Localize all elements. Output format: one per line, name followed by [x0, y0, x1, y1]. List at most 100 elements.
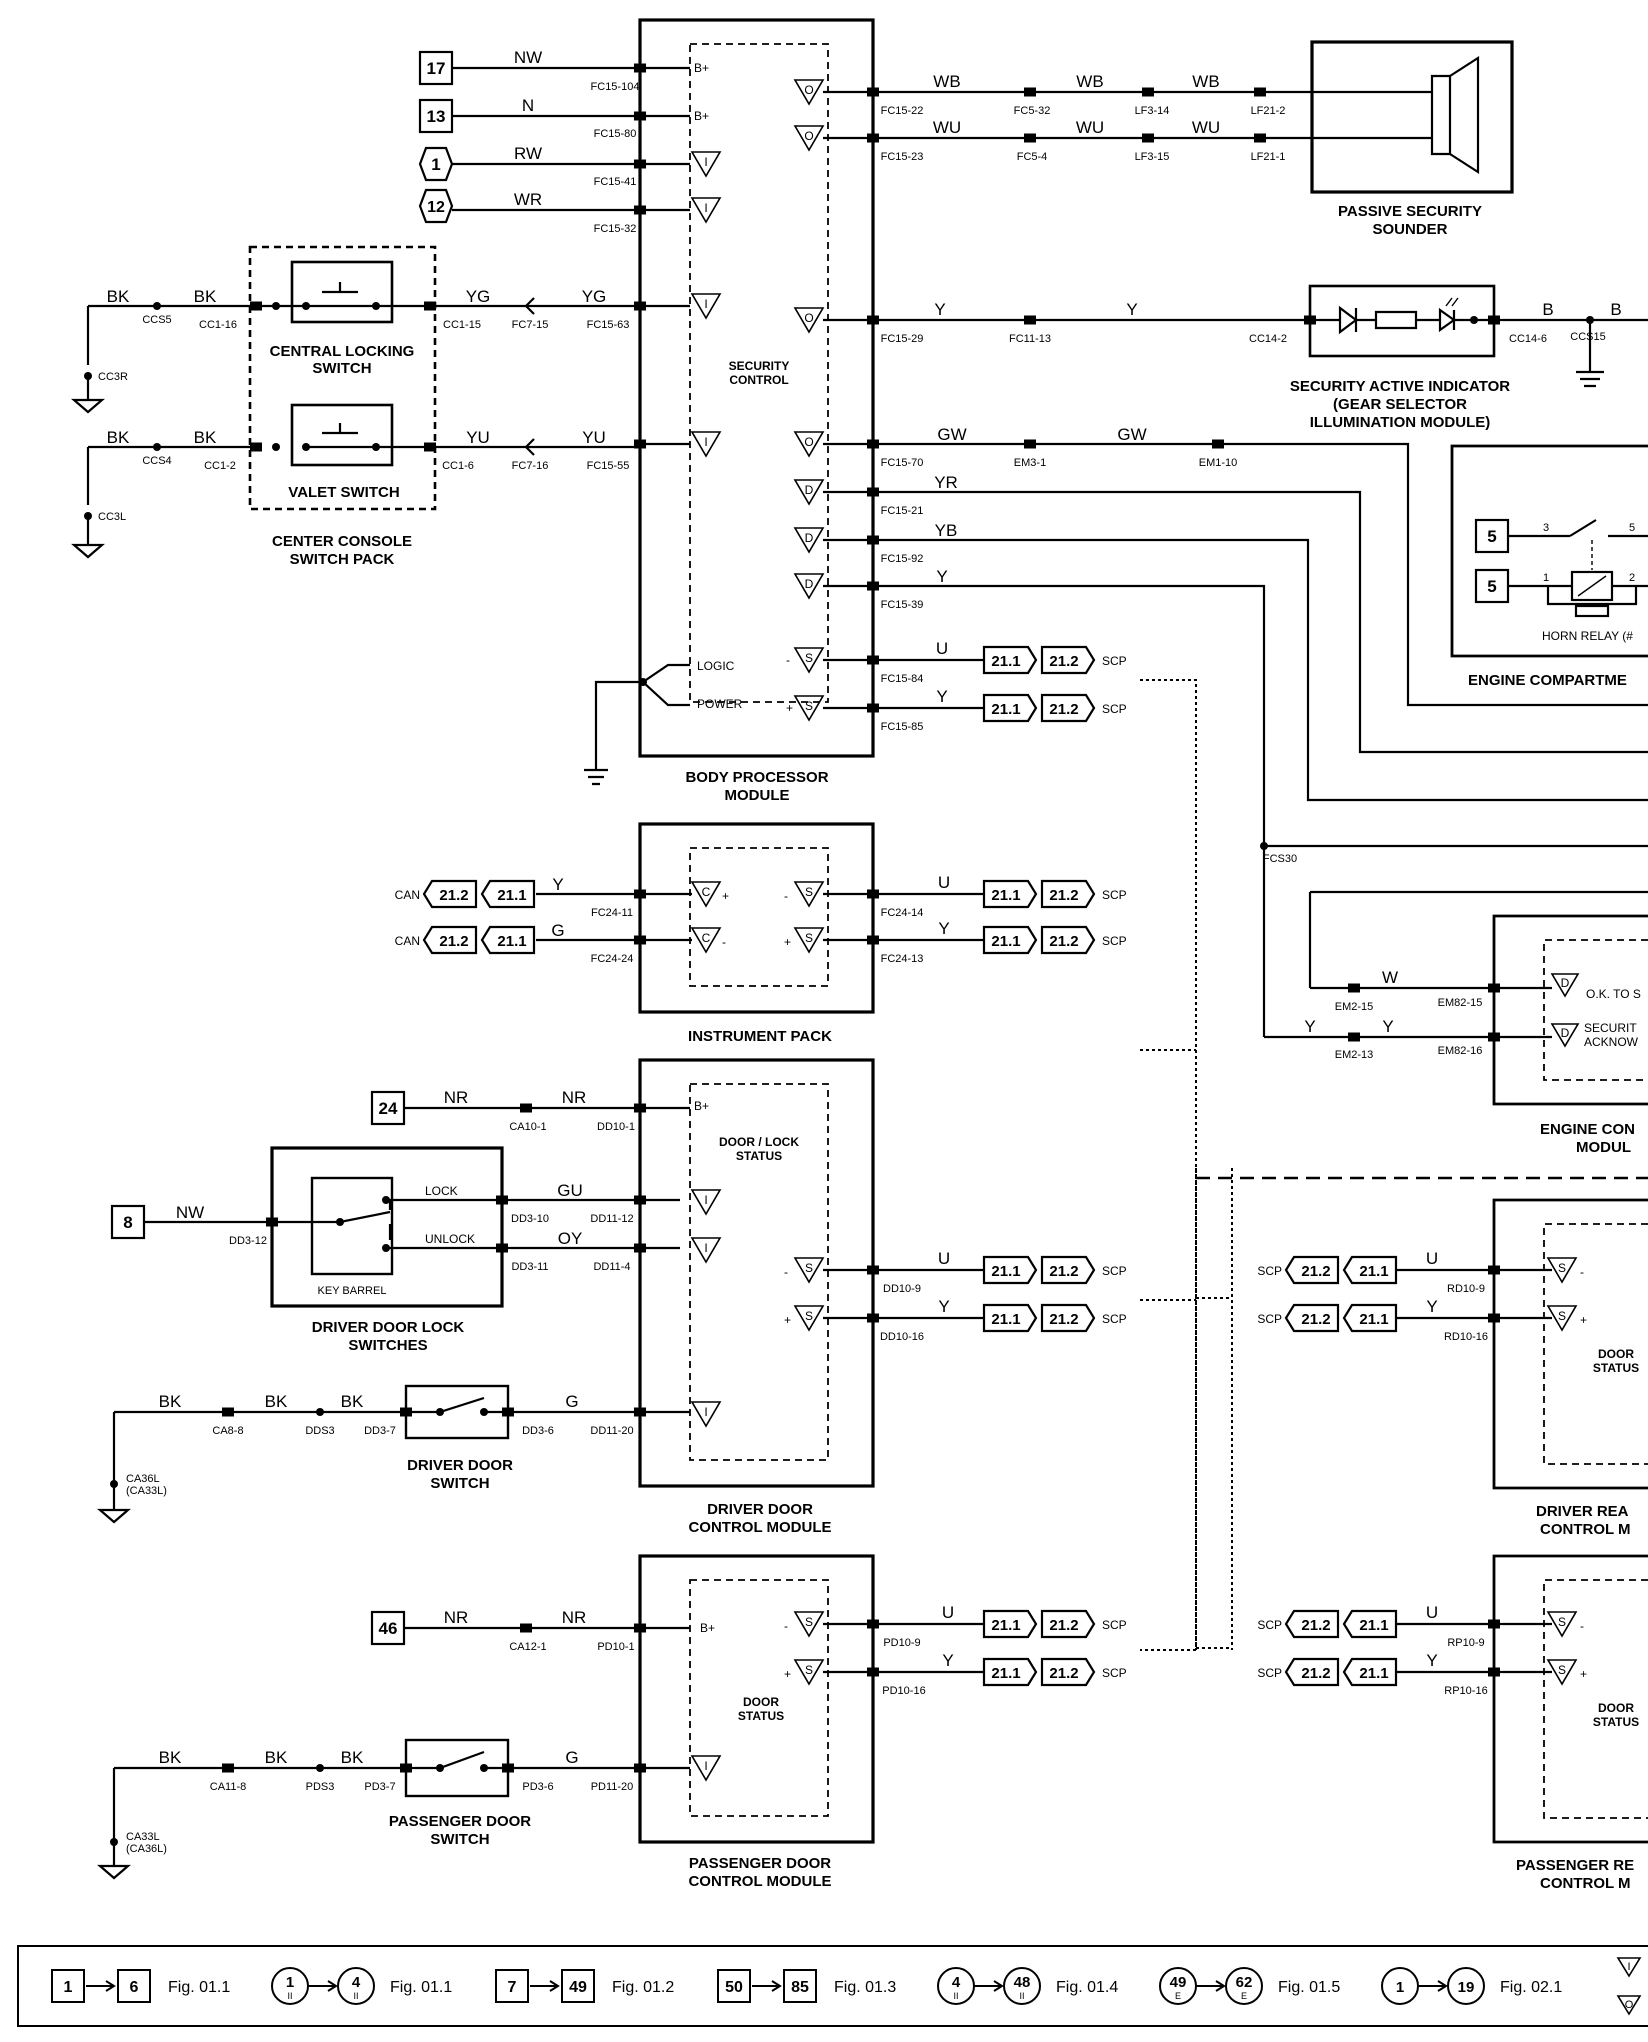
pin-cc14-6: CC14-6 [1509, 333, 1547, 345]
bus-flag [982, 645, 1038, 675]
legend-ref-circle [1003, 1967, 1041, 2005]
svg-text:D: D [805, 577, 814, 591]
wire-yr: YR [934, 473, 958, 492]
pin-fc15-84: FC15-84 [881, 673, 924, 685]
svg-text:5: 5 [1629, 522, 1635, 534]
pin-fc15-21: FC15-21 [881, 505, 924, 517]
bus-flag [422, 879, 478, 909]
pin-pd10-9: PD10-9 [883, 1637, 920, 1649]
pin-fc15-104: FC15-104 [591, 81, 640, 93]
bus-name: CAN [395, 888, 420, 902]
bus-flag [1342, 1303, 1398, 1333]
legend-arrow [1196, 1980, 1226, 1992]
wire-bk-dd-3: BK [341, 1392, 364, 1411]
pin-fc15-55: FC15-55 [587, 460, 630, 472]
bus-flag [1040, 1657, 1096, 1687]
svg-text:I: I [704, 1193, 707, 1207]
svg-text:S: S [805, 931, 813, 945]
wire-bk-1: BK [107, 287, 130, 306]
pin-fc15-70: FC15-70 [881, 457, 924, 469]
pdcm-inner: DOOR [743, 1695, 779, 1709]
lock-switches-title-2: SWITCHES [348, 1337, 427, 1354]
engine-compartment-title: ENGINE COMPARTME [1468, 672, 1627, 689]
svg-text:-: - [722, 935, 726, 949]
pin-fc15-23: FC15-23 [881, 151, 924, 163]
pin-dd11-20: DD11-20 [590, 1425, 633, 1437]
svg-text:I: I [704, 435, 707, 449]
bus-flag [1040, 1255, 1096, 1285]
pin-ca33l-paren: (CA33L) [126, 1485, 167, 1497]
svg-text:+: + [722, 889, 729, 903]
svg-text:I: I [704, 155, 707, 169]
svg-text:+: + [786, 701, 793, 715]
bus-flag [480, 879, 536, 909]
svg-text:O: O [804, 83, 813, 97]
key-barrel-label: KEY BARREL [318, 1285, 387, 1297]
legend-ref-box [51, 1969, 85, 2003]
svg-text:3: 3 [1543, 522, 1549, 534]
logic-label: LOGIC [697, 659, 735, 673]
svg-text:D: D [805, 483, 814, 497]
bus-flag-label: 21.1 [991, 933, 1020, 950]
central-locking-switch-label-2: SWITCH [312, 360, 371, 377]
center-console-switch-pack: CENTRAL LOCKING SWITCH VALET SWITCH CENT… [71, 245, 640, 568]
bus-flag-label: 21.1 [991, 1665, 1020, 1682]
legend-ref-circle [337, 1967, 375, 2005]
pin-fc15-39: FC15-39 [881, 599, 924, 611]
wire-wu-2: WU [1076, 118, 1104, 137]
pin-lf3-15: LF3-15 [1135, 151, 1170, 163]
ecm-line3: ACKNOW [1584, 1035, 1639, 1049]
pin-fcs30: FCS30 [1263, 853, 1297, 865]
pin-fc15-22: FC15-22 [881, 105, 924, 117]
bus-flag [1040, 925, 1096, 955]
ref-box-17: 17 [427, 59, 446, 78]
driver-door-control-module: B+ DOOR / LOCK STATUS DRIVER DOOR CONTRO… [370, 1058, 984, 1536]
pin-dd3-11: DD3-11 [511, 1261, 548, 1273]
driver-door-switch-title-2: SWITCH [430, 1475, 489, 1492]
wire-bk-dd-1: BK [159, 1392, 182, 1411]
pin-ccs15: CCS15 [1570, 331, 1605, 343]
wire-u-rp: U [1426, 1603, 1438, 1622]
pin-rd10-9: RD10-9 [1447, 1283, 1485, 1295]
bus-flag-label: 21.1 [991, 653, 1020, 670]
wire-bk-pd-2: BK [265, 1748, 288, 1767]
bus-flag-label: 21.1 [1359, 1617, 1388, 1634]
wire-b-2: B [1610, 300, 1621, 319]
wire-nw: NW [514, 48, 542, 67]
wire-y-ind-2: Y [1126, 300, 1137, 319]
bpm-scp-bus: U Y FC15-84 FC15-85 [873, 639, 984, 733]
bus-flag [1040, 1303, 1096, 1333]
svg-text:S: S [1558, 1615, 1566, 1629]
wire-u-ip: U [938, 873, 950, 892]
bus-name: SCP [1257, 1666, 1282, 1680]
legend-ref-label: 48 [1014, 1974, 1031, 1991]
svg-text:S: S [805, 1615, 813, 1629]
bus-flag-label: 21.2 [1049, 1311, 1078, 1328]
ref-box-5a: 5 [1487, 527, 1496, 546]
passenger-door-switch-title-2: SWITCH [430, 1831, 489, 1848]
pin-cc3l: CC3L [98, 511, 126, 523]
pin-pds3: PDS3 [306, 1781, 335, 1793]
bus-flag [1284, 1609, 1340, 1639]
bus-flag-label: 21.1 [991, 1263, 1020, 1280]
legend-arrow [1418, 1980, 1448, 1992]
prear-inner-2: STATUS [1593, 1715, 1639, 1729]
wire-bk-dd-2: BK [265, 1392, 288, 1411]
pin-fc5-4: FC5-4 [1017, 151, 1048, 163]
passive-security-sounder: PASSIVE SECURITY SOUNDER [1310, 40, 1514, 238]
bplus-label-2: B+ [694, 109, 709, 123]
wire-bk-4: BK [194, 428, 217, 447]
indicator-title: SECURITY ACTIVE INDICATOR [1290, 378, 1510, 395]
wire-n: N [522, 96, 534, 115]
pin-em2-13: EM2-13 [1335, 1049, 1374, 1061]
svg-text:D: D [1561, 976, 1570, 990]
bpm-inputs: 17 NW FC15-104 B+ 13 N FC15-80 B+ 1 RW F… [418, 48, 722, 458]
bus-flag [982, 693, 1038, 723]
legend-fig: Fig. 02.1 [1500, 1979, 1562, 1996]
bus-flag-label: 21.2 [1049, 653, 1078, 670]
central-locking-switch-label: CENTRAL LOCKING [270, 343, 415, 360]
bus-flag-label: 21.2 [1049, 887, 1078, 904]
passenger-door-switch-title: PASSENGER DOOR [389, 1813, 531, 1830]
